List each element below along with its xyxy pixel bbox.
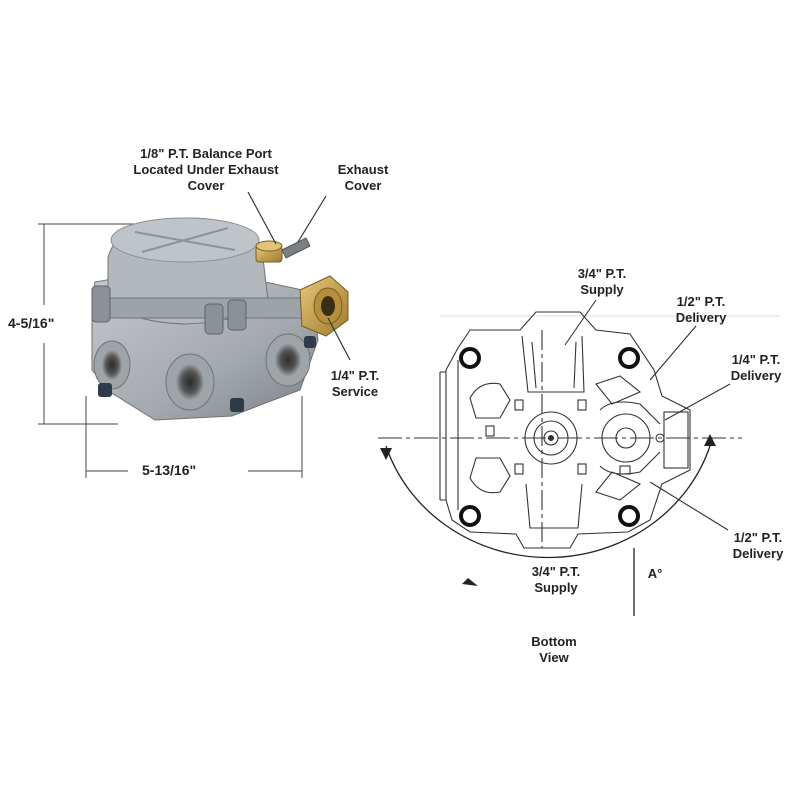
mounting-bolts bbox=[459, 347, 640, 527]
lower-half-inch-delivery-label: 1/2" P.T. Delivery bbox=[732, 530, 784, 561]
bottom-supply-label: 3/4" P.T. Supply bbox=[531, 564, 581, 595]
exhaust-cover-label: Exhaust Cover bbox=[337, 162, 389, 193]
bottom-view-leaders bbox=[564, 299, 731, 531]
quarter-inch-delivery-label: 1/4" P.T. Delivery bbox=[730, 352, 782, 383]
bottom-view-drawing bbox=[378, 311, 780, 549]
rotation-arc bbox=[385, 445, 711, 616]
bottom-view-caption: Bottom View bbox=[531, 634, 577, 665]
angle-label: A° bbox=[647, 566, 663, 581]
exhaust-cover-cap bbox=[255, 237, 311, 263]
service-port-label: 1/4" P.T. Service bbox=[330, 368, 380, 399]
height-dimension-label: 4-5/16" bbox=[8, 315, 55, 331]
arc-arrowheads bbox=[380, 434, 716, 586]
top-supply-label: 3/4" P.T. Supply bbox=[577, 266, 627, 297]
width-dimension-line bbox=[85, 396, 303, 478]
valve-photo bbox=[38, 191, 351, 478]
width-dimension-label: 5-13/16" bbox=[142, 462, 197, 478]
upper-half-inch-delivery-label: 1/2" P.T. Delivery bbox=[675, 294, 727, 325]
balance-port-label: 1/8" P.T. Balance Port Located Under Exh… bbox=[133, 146, 279, 193]
valve-ports bbox=[93, 333, 311, 411]
brass-service-fitting bbox=[299, 275, 349, 337]
